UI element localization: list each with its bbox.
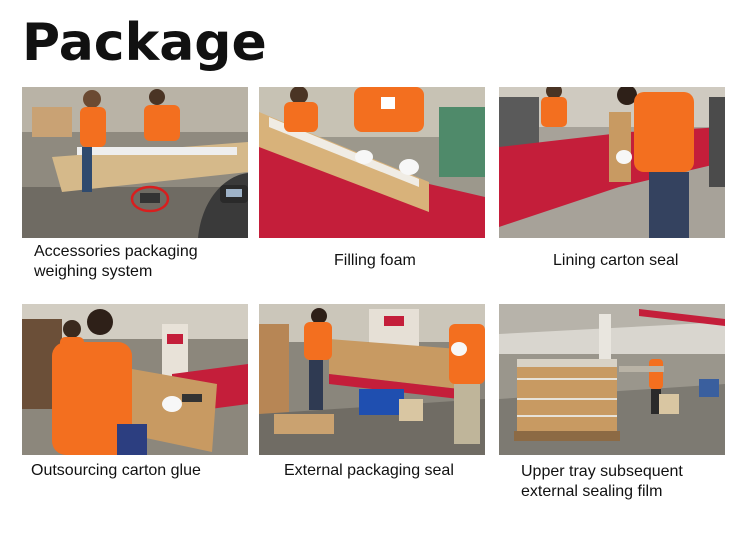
page-title: Package — [22, 13, 267, 73]
caption-accessories-packaging: Accessories packaging weighing system — [34, 242, 198, 282]
caption-line: weighing system — [34, 263, 153, 280]
caption-line: Outsourcing carton glue — [31, 462, 201, 479]
photo-external-packaging-seal-scene — [259, 304, 485, 455]
caption-outsourcing-carton-glue: Outsourcing carton glue — [31, 461, 201, 481]
caption-upper-tray-sealing-film: Upper tray subsequent external sealing f… — [521, 462, 683, 502]
photo-upper-tray-sealing-film-scene — [499, 304, 725, 455]
photo-external-packaging-seal — [259, 304, 485, 455]
caption-lining-carton-seal: Lining carton seal — [553, 251, 678, 271]
caption-line: external sealing film — [521, 483, 663, 500]
caption-filling-foam: Filling foam — [334, 251, 416, 271]
photo-upper-tray-sealing-film — [499, 304, 725, 455]
photo-lining-carton-seal-scene — [499, 87, 725, 238]
caption-line: Lining carton seal — [553, 252, 679, 269]
photo-outsourcing-carton-glue — [22, 304, 248, 455]
caption-line: Accessories packaging — [34, 243, 198, 260]
photo-accessories-packaging — [22, 87, 248, 238]
photo-accessories-packaging-scene — [22, 87, 248, 238]
photo-outsourcing-carton-glue-scene — [22, 304, 248, 455]
caption-line: Filling foam — [334, 252, 416, 269]
caption-external-packaging-seal: External packaging seal — [284, 461, 454, 481]
caption-line: Upper tray subsequent — [521, 463, 683, 480]
caption-line: External packaging seal — [284, 462, 454, 479]
photo-lining-carton-seal — [499, 87, 725, 238]
photo-filling-foam — [259, 87, 485, 238]
photo-filling-foam-scene — [259, 87, 485, 238]
